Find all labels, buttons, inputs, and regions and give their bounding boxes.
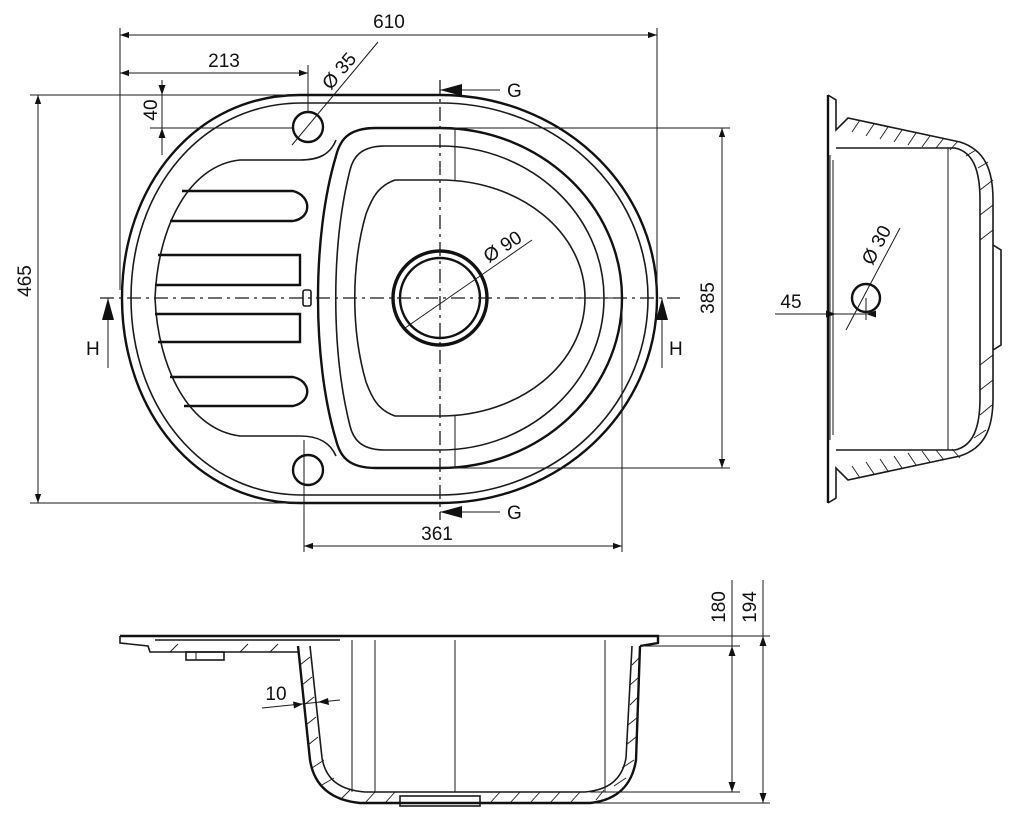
drain-fitting: [185, 651, 225, 661]
leader-drain-diameter: [404, 239, 533, 329]
dim-hole-offset: 40: [141, 99, 162, 120]
leader-hole-diameter: [291, 41, 379, 146]
dim-hole-diameter: Ø 35: [319, 49, 362, 94]
dim-overall-height: 465: [15, 265, 36, 297]
faucet-hole-bottom: [291, 453, 325, 487]
plan-view: 610 213 40 Ø 35 465 385 361 Ø 90 G G H: [15, 12, 730, 552]
front-wall-hatch: [169, 643, 641, 804]
section-h-right: H: [669, 339, 683, 360]
sink-inner-rim: [130, 102, 649, 496]
dim-overall-width: 610: [373, 12, 405, 33]
front-section-view: 10 180 194: [119, 580, 770, 807]
faucet-hole-top: [291, 110, 325, 144]
dim-drainboard-width: 213: [208, 51, 240, 72]
dim-bowl-height: 385: [698, 282, 719, 314]
dim-bowl-depth: 180: [709, 591, 730, 623]
dim-total-depth: 194: [740, 591, 761, 623]
drain-outlet: [399, 795, 481, 807]
dim-bowl-width: 361: [421, 524, 453, 545]
bowl-inner-edge: [334, 145, 605, 451]
sink-outer-rim: [120, 93, 659, 505]
side-section-view: Ø 30 45: [775, 94, 1002, 504]
side-wall-hatch: [851, 119, 994, 479]
section-g-top: G: [507, 81, 522, 102]
dim-overflow-offset: 45: [780, 292, 801, 313]
leader-overflow-diameter: [845, 227, 901, 331]
section-g-bottom: G: [507, 503, 522, 524]
drainboard-ribs: [155, 189, 309, 408]
dim-drain-diameter: Ø 90: [480, 227, 526, 267]
section-h-left: H: [86, 339, 100, 360]
dim-wall-thickness: 10: [265, 684, 286, 705]
